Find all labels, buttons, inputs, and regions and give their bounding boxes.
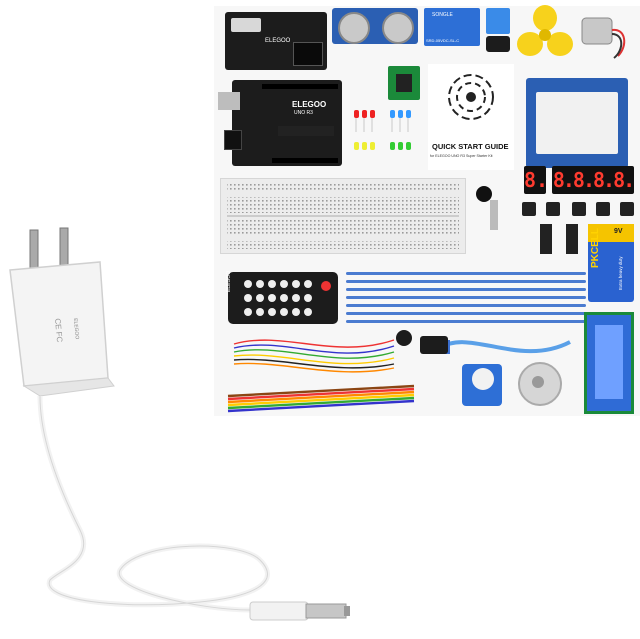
tilt-switch bbox=[490, 200, 498, 230]
fan-blade bbox=[517, 5, 573, 56]
power-adapter bbox=[9, 227, 350, 621]
led-set bbox=[354, 110, 411, 150]
lcd-display bbox=[584, 312, 634, 414]
guide-title: QUICK START GUIDE bbox=[432, 142, 509, 151]
relay-brand: SONGLE bbox=[432, 12, 453, 18]
guide-logo bbox=[448, 74, 494, 120]
seven-segment-quad: 8.8.8.8. bbox=[552, 166, 635, 194]
ir-remote: ELEGOO bbox=[226, 271, 338, 324]
seven-segment-single: 8. bbox=[524, 166, 549, 194]
uno-model: UNO R3 bbox=[294, 110, 313, 116]
ic-chip-2 bbox=[566, 224, 578, 254]
stepper-driver-board bbox=[388, 66, 420, 100]
power-supply-module: ELEGOO bbox=[225, 12, 327, 70]
jumper-wires bbox=[227, 339, 415, 413]
stepper-motor bbox=[518, 362, 562, 406]
breadboard bbox=[220, 178, 466, 254]
push-button bbox=[620, 202, 634, 216]
prototype-shield bbox=[526, 78, 628, 168]
buzzer bbox=[476, 186, 492, 202]
ultrasonic-sensor bbox=[332, 8, 418, 44]
remote-buttons bbox=[244, 280, 331, 316]
relay-label: SRD-05VDC-SL-C bbox=[426, 38, 460, 43]
nine-volt-battery: 9V PKCELL Extra heavy duty bbox=[588, 224, 634, 302]
quick-start-guide: QUICK START GUIDE for ELEGOO UNO R3 Supe… bbox=[428, 64, 514, 170]
push-button bbox=[572, 202, 586, 216]
ic-chip-1 bbox=[540, 224, 552, 254]
uno-r3-board: ELEGOO UNO R3 bbox=[218, 80, 342, 166]
push-button bbox=[522, 202, 536, 216]
breadboard-holes bbox=[227, 183, 459, 249]
dc-motor bbox=[581, 17, 626, 59]
resistor-pack bbox=[346, 268, 586, 326]
potentiometer bbox=[396, 330, 412, 346]
humidity-sensor bbox=[486, 8, 510, 34]
relay-module: SONGLE SRD-05VDC-SL-C bbox=[424, 8, 480, 46]
uno-brand: ELEGOO bbox=[292, 100, 327, 109]
power-module-brand: ELEGOO bbox=[265, 38, 291, 44]
ir-receiver-module bbox=[486, 36, 510, 52]
guide-subtitle: for ELEGOO UNO R3 Super Starter Kit bbox=[430, 154, 493, 158]
servo-motor bbox=[462, 364, 502, 406]
battery-clip bbox=[420, 336, 448, 354]
battery-text: Extra heavy duty bbox=[618, 256, 623, 290]
battery-voltage: 9V bbox=[614, 228, 623, 235]
usb-cable bbox=[432, 340, 571, 354]
battery-brand: PKCELL bbox=[590, 228, 601, 268]
push-button bbox=[596, 202, 610, 216]
push-button bbox=[546, 202, 560, 216]
